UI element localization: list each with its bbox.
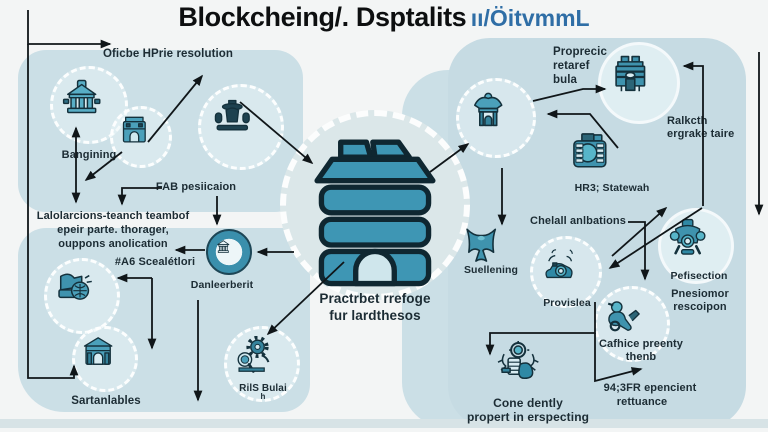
center-caption-2: fur lardthesos: [329, 308, 421, 323]
pefisection-label: Pefisection: [670, 270, 728, 282]
rils-sub-label: h: [260, 392, 266, 401]
cyclist-icon: [603, 295, 660, 352]
banking-label: Bangining: [61, 149, 117, 161]
center-caption-1: Practrbet rrefoge: [319, 291, 431, 306]
center-node: [280, 110, 470, 300]
sartanlables-label: Sartanlables: [71, 395, 141, 407]
fr-line-2: rettuance: [616, 396, 668, 408]
gear-magnifier-icon: [234, 335, 290, 392]
arch-building-icon: [80, 334, 130, 384]
collab-line-1: Lalolarcions-teanch teambof: [36, 210, 190, 222]
node-rils: [224, 326, 300, 402]
cone-line-1: Cone dently: [493, 396, 563, 410]
machine-globe-icon: [54, 268, 110, 324]
hrs-label: HR3; Statewah: [574, 182, 650, 194]
proprecic-line-3: bula: [553, 74, 578, 86]
node-sartanlables: [72, 326, 138, 392]
crossed-garment-icon: [460, 224, 519, 283]
person-at-desk-icon: [211, 97, 270, 156]
blockchain-stack-icon: [300, 125, 450, 287]
rils-label: RilS Bulai: [239, 383, 287, 394]
node-machine: [44, 258, 120, 334]
title-suffix: ıı/ÖitvmmL: [470, 5, 590, 31]
striped-bank-icon: [609, 53, 668, 112]
provislea-label: Provislea: [543, 297, 591, 309]
robot-icon: [667, 217, 724, 274]
mini-bank-icon: [216, 239, 241, 264]
block-building-icon: [117, 113, 165, 161]
node-meeting: [198, 84, 284, 170]
node-castle-bank: [110, 106, 172, 168]
bottom-strip: [0, 419, 768, 428]
ralkcth-line-2: ergrake taire: [667, 128, 735, 140]
fr-line-1: 94;3FR epencient: [603, 382, 697, 394]
node-provislea: [530, 236, 602, 308]
suellening-label: Suellening: [463, 264, 519, 276]
pnesiomor-line-1: Pnesiomor: [671, 288, 729, 300]
node-house-person: [456, 78, 536, 158]
node-suellening: [454, 218, 524, 288]
node-top-bank: [598, 42, 680, 124]
temple-bank-icon: [62, 78, 117, 133]
proprecic-line-2: retaref: [553, 60, 590, 72]
cafhice-line-1: Cafhice preenty: [598, 338, 684, 350]
house-person-icon: [468, 90, 524, 146]
office-resolution-label: Oficbe HPrie resolution: [102, 48, 234, 60]
fab-label: FAB pesiicaion: [155, 181, 237, 193]
rotary-phone-icon: [539, 245, 593, 299]
chelall-label: Chelall anlbations: [530, 215, 626, 227]
title-main: Blockcheing/. Dsptalits: [178, 2, 467, 32]
collab-line-3: ouppons anolication: [58, 238, 168, 250]
node-danleerberit: [206, 229, 252, 275]
collab-line-2: epeir parte. thorager,: [57, 224, 169, 236]
cone-line-2: propert in erspecting: [466, 410, 590, 424]
danleerberit-label: Danleerberit: [190, 279, 254, 291]
ralkcth-line-1: Ralkcth: [667, 115, 708, 127]
cafhice-line-2: thenb: [625, 351, 657, 363]
pnesiomor-line-2: rescoipon: [673, 301, 727, 313]
page-title: Blockcheing/. Dsptalits ıı/ÖitvmmL: [0, 2, 768, 33]
proprecic-line-1: Proprecic: [553, 46, 607, 58]
sceal-label: #A6 Scealétlori: [114, 256, 196, 268]
